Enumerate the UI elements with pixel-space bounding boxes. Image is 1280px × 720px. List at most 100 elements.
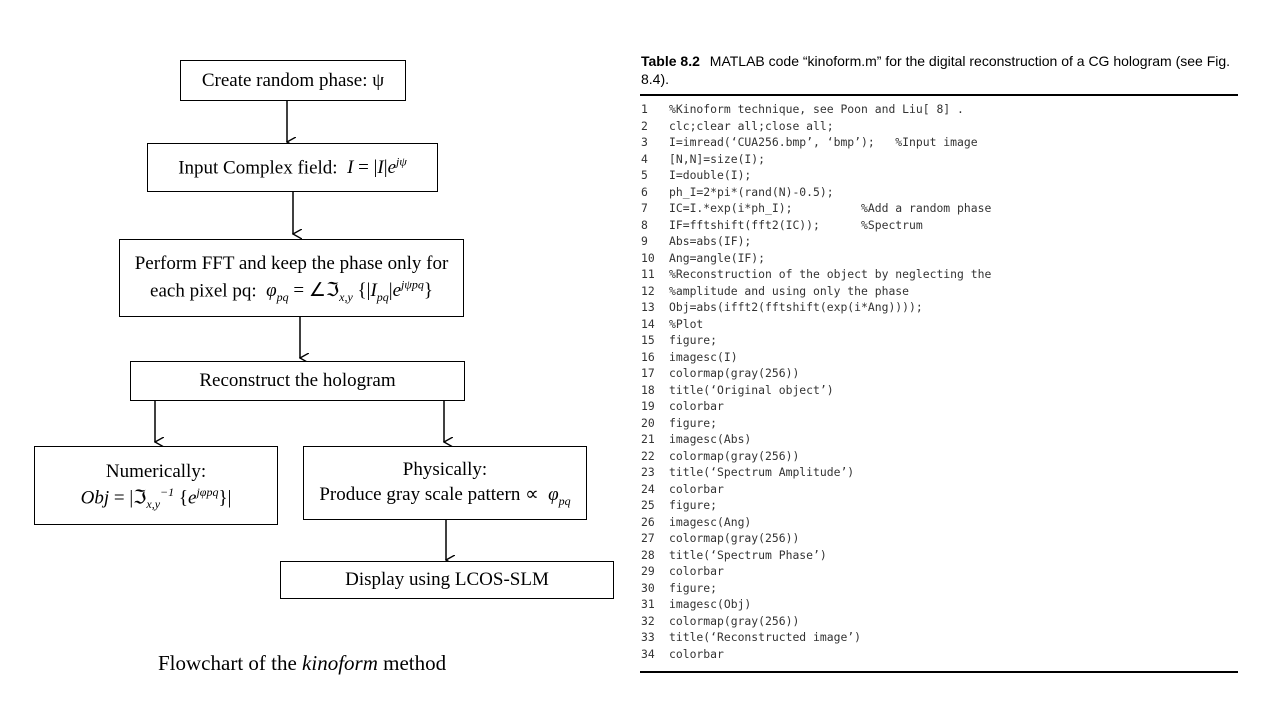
code-line: 31 imagesc(Obj): [641, 596, 991, 613]
code-line-number: 24: [641, 481, 655, 496]
code-line: 24 colorbar: [641, 481, 991, 498]
code-line-text: Ang=angle(IF);: [669, 250, 766, 265]
code-line-text: ph_I=2*pi*(rand(N)-0.5);: [669, 184, 834, 199]
code-line-text: imagesc(Obj): [669, 597, 752, 611]
table-title-text: MATLAB code “kinoform.m” for the digital…: [641, 53, 1231, 87]
code-line-number: 26: [641, 514, 655, 529]
code-line-number: 34: [641, 646, 655, 661]
code-line-number: 15: [641, 333, 655, 347]
perform-fft-line1: Perform FFT and keep the phase only for: [134, 253, 449, 275]
code-line-text: colormap(gray(256)): [669, 448, 800, 463]
code-line: 19 colorbar: [641, 398, 991, 415]
code-line-number: 16: [641, 349, 655, 364]
code-line-text: colorbar: [669, 564, 724, 578]
input-complex-field-formula: I = |I|ejψ: [347, 155, 407, 179]
input-complex-field-label: Input Complex field:: [178, 157, 338, 179]
code-line-text: IC=I.*exp(i*ph_I); %Add a random phase: [669, 201, 992, 215]
code-line-text: colorbar: [669, 646, 724, 661]
code-line-number: 14: [641, 316, 655, 331]
perform-fft-box: Perform FFT and keep the phase only for …: [119, 239, 464, 317]
physically-formula: φpq: [548, 484, 571, 509]
table-bottom-rule: [640, 671, 1238, 673]
code-line: 6 ph_I=2*pi*(rand(N)-0.5);: [641, 184, 991, 201]
code-line-number: 6: [641, 184, 648, 199]
physically-title: Physically:: [402, 458, 488, 480]
code-line-number: 13: [641, 300, 655, 314]
code-line-number: 9: [641, 234, 648, 248]
code-line-text: title(‘Original object’): [669, 382, 834, 397]
code-line-number: 23: [641, 465, 655, 479]
perform-fft-line2-label: each pixel pq:: [150, 279, 257, 301]
code-line-text: title(‘Reconstructed image’): [669, 630, 862, 644]
create-random-phase-box: Create random phase: ψ: [180, 60, 406, 101]
code-line-text: figure;: [669, 333, 718, 347]
code-line: 15 figure;: [641, 332, 991, 349]
perform-fft-line2: each pixel pq: φpq = ∠ℑx,y {|Ipq|ejψpq}: [150, 277, 433, 305]
reconstruct-hologram-box: Reconstruct the hologram: [130, 361, 465, 401]
table-top-rule: [640, 94, 1238, 96]
code-line-number: 17: [641, 366, 655, 380]
code-line-number: 20: [641, 415, 655, 430]
code-line-text: I=imread(‘CUA256.bmp’, ‘bmp’); %Input im…: [669, 135, 978, 149]
code-line-number: 22: [641, 448, 655, 463]
physically-line2-text: Produce gray scale pattern ∝: [319, 484, 539, 506]
code-line-number: 27: [641, 531, 655, 545]
table-title: Table 8.2 MATLAB code “kinoform.m” for t…: [641, 52, 1241, 88]
caption-prefix: Flowchart of the: [158, 651, 303, 675]
code-line-text: clc;clear all;close all;: [669, 118, 834, 133]
code-line-text: %amplitude and using only the phase: [669, 283, 910, 298]
code-line-number: 31: [641, 597, 655, 611]
code-line-text: Obj=abs(ifft2(fftshift(exp(i*Ang))));: [669, 300, 923, 314]
code-line: 25 figure;: [641, 497, 991, 514]
code-line-number: 19: [641, 399, 655, 413]
display-lcos-slm-box: Display using LCOS-SLM: [280, 561, 614, 599]
input-complex-field-box: Input Complex field: I = |I|ejψ: [147, 143, 438, 192]
code-line-number: 10: [641, 250, 655, 265]
code-line-text: figure;: [669, 580, 718, 595]
perform-fft-formula: φpq = ∠ℑx,y {|Ipq|ejψpq}: [266, 277, 433, 304]
code-line-number: 5: [641, 168, 648, 182]
code-line: 4[N,N]=size(I);: [641, 151, 991, 168]
code-listing: 1%Kinoform technique, see Poon and Liu[ …: [641, 101, 991, 662]
numerically-box: Numerically: Obj = |ℑx,y−1 {ejφpq}|: [34, 446, 278, 525]
code-line-number: 8: [641, 217, 648, 232]
code-line-number: 12: [641, 283, 655, 298]
code-line: 13 Obj=abs(ifft2(fftshift(exp(i*Ang))));: [641, 299, 991, 316]
code-line-number: 29: [641, 564, 655, 578]
code-line: 12 %amplitude and using only the phase: [641, 283, 991, 300]
input-complex-field-content: Input Complex field: I = |I|ejψ: [178, 154, 407, 181]
code-line-number: 33: [641, 630, 655, 644]
code-line-number: 11: [641, 267, 655, 281]
code-line-text: colorbar: [669, 481, 724, 496]
reconstruct-hologram-text: Reconstruct the hologram: [199, 370, 396, 392]
code-line-number: 21: [641, 432, 655, 446]
code-line: 33 title(‘Reconstructed image’): [641, 629, 991, 646]
code-line-number: 30: [641, 580, 655, 595]
code-line-number: 25: [641, 498, 655, 512]
code-line-number: 1: [641, 102, 648, 116]
code-line: 1%Kinoform technique, see Poon and Liu[ …: [641, 101, 991, 118]
code-line: 9 Abs=abs(IF);: [641, 233, 991, 250]
code-line-text: figure;: [669, 498, 718, 512]
physically-line2: Produce gray scale pattern ∝ φpq: [319, 482, 570, 509]
code-line-text: colorbar: [669, 399, 724, 413]
code-line: 34 colorbar: [641, 646, 991, 663]
code-line-text: Abs=abs(IF);: [669, 234, 752, 248]
numerically-formula: Obj = |ℑx,y−1 {ejφpq}|: [80, 485, 232, 512]
code-line-number: 28: [641, 547, 655, 562]
code-line-text: colormap(gray(256)): [669, 366, 800, 380]
code-line-number: 4: [641, 151, 648, 166]
code-line: 22 colormap(gray(256)): [641, 448, 991, 465]
code-line-number: 7: [641, 201, 648, 215]
code-line: 14%Plot: [641, 316, 991, 333]
